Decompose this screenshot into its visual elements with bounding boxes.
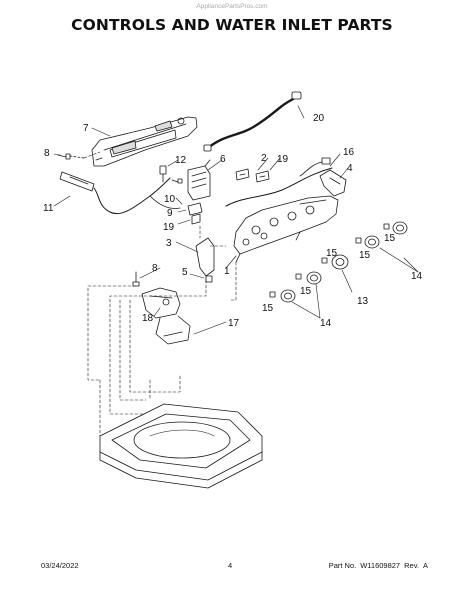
callout-16: 16 xyxy=(343,147,355,158)
callout-11: 11 xyxy=(43,203,54,214)
callout-15-d: 15 xyxy=(300,286,312,297)
callout-4: 4 xyxy=(347,163,353,174)
callout-15-a: 15 xyxy=(326,248,338,259)
watermark: AppliancePartsPros.com xyxy=(196,3,268,10)
harness-part-right xyxy=(225,157,333,207)
page-title: CONTROLS AND WATER INLET PARTS xyxy=(71,16,393,34)
footer-date: 03/24/2022 xyxy=(41,561,79,570)
shield-part xyxy=(195,237,215,277)
callout-8-lower: 8 xyxy=(152,263,158,274)
cabinet-top-part xyxy=(99,403,263,489)
bracket-part xyxy=(319,169,347,197)
callout-15-b: 15 xyxy=(359,250,371,261)
callout-6: 6 xyxy=(220,154,226,165)
wire-harness-part xyxy=(59,171,181,214)
callout-3: 3 xyxy=(166,238,172,249)
water-valve-part xyxy=(141,287,191,345)
callout-17: 17 xyxy=(228,318,240,329)
footer-rev-label: Rev. xyxy=(404,561,419,570)
screw-part-10 xyxy=(171,178,183,184)
clip-part-5 xyxy=(205,275,213,283)
switch-pair-part xyxy=(235,168,270,183)
callout-2: 2 xyxy=(261,153,267,164)
callout-20: 20 xyxy=(313,113,325,124)
footer-page-number: 4 xyxy=(228,561,233,570)
leader-lines xyxy=(53,105,419,335)
callout-14-right: 14 xyxy=(411,271,423,282)
control-panel-part xyxy=(233,195,339,263)
footer-rev-value: A xyxy=(422,561,428,570)
callout-13: 13 xyxy=(357,296,369,307)
callout-19-upper: 19 xyxy=(277,154,289,165)
callout-5: 5 xyxy=(182,267,188,278)
callout-15-c: 15 xyxy=(384,233,396,244)
knob-insert-part xyxy=(269,223,390,298)
callout-7: 7 xyxy=(83,123,89,134)
callout-1: 1 xyxy=(224,266,230,277)
callout-18: 18 xyxy=(142,313,154,324)
control-board-part xyxy=(187,159,211,201)
callout-8-upper: 8 xyxy=(44,148,50,159)
switch-bracket-part xyxy=(187,202,203,225)
inlet-hose-part xyxy=(203,91,302,152)
screw-part-upper xyxy=(57,153,85,160)
control-console-part xyxy=(91,116,198,167)
footer-part-number: W11609827 xyxy=(360,561,401,570)
callout-9: 9 xyxy=(167,208,173,219)
footer-part-label: Part No. xyxy=(328,561,357,570)
callout-19-lower: 19 xyxy=(163,222,175,233)
callout-14-lower: 14 xyxy=(320,318,332,329)
clip-part xyxy=(159,165,167,183)
screw-part-lower xyxy=(132,271,140,287)
callout-15-e: 15 xyxy=(262,303,274,314)
knob-part xyxy=(280,221,408,303)
callout-12: 12 xyxy=(175,155,187,166)
callout-10: 10 xyxy=(164,194,176,205)
assembly-lines xyxy=(83,151,237,437)
